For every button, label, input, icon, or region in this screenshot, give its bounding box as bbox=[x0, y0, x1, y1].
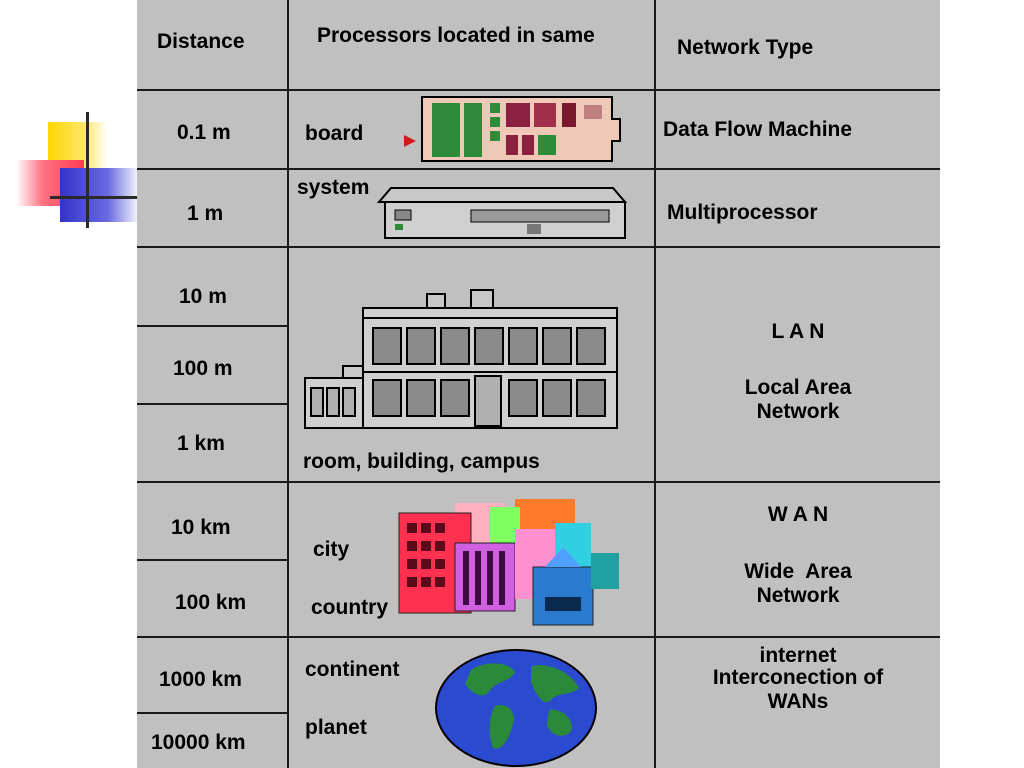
network-distance-table: Distance Processors located in same Netw… bbox=[137, 0, 940, 768]
network-wan-abbr: W A N bbox=[767, 503, 829, 526]
distance-10km: 10 km bbox=[171, 516, 231, 539]
distance-1km: 1 km bbox=[177, 432, 225, 455]
distance-100km: 100 km bbox=[175, 591, 247, 614]
network-internet: internet bbox=[759, 644, 837, 667]
location-board: board bbox=[305, 122, 364, 145]
distance-10m: 10 m bbox=[179, 285, 227, 308]
location-room: room, building, campus bbox=[303, 450, 540, 473]
location-planet: planet bbox=[305, 716, 367, 739]
city-icon bbox=[398, 499, 619, 626]
distance-0-1m: 0.1 m bbox=[177, 121, 231, 144]
network-multiprocessor: Multiprocessor bbox=[667, 201, 818, 224]
distance-100m: 100 m bbox=[173, 357, 233, 380]
header-distance: Distance bbox=[157, 30, 245, 53]
distance-1m: 1 m bbox=[187, 202, 224, 225]
network-data-flow-machine: Data Flow Machine bbox=[663, 118, 853, 141]
distance-1000km: 1000 km bbox=[159, 668, 242, 691]
location-system: system bbox=[297, 176, 370, 199]
location-country: country bbox=[311, 596, 389, 619]
header-network-type: Network Type bbox=[677, 36, 814, 59]
globe-icon bbox=[435, 649, 597, 767]
network-lan-abbr: L A N bbox=[771, 320, 825, 343]
computer-system-icon bbox=[377, 187, 627, 239]
network-lan-full: Local Area Network bbox=[744, 376, 852, 423]
building-icon bbox=[304, 289, 618, 429]
network-internet-desc: Interconection of WANs bbox=[712, 666, 884, 713]
header-processors: Processors located in same bbox=[317, 24, 595, 47]
distance-10000km: 10000 km bbox=[151, 731, 246, 754]
network-wan-full: Wide Area Network bbox=[744, 560, 858, 607]
circuit-board-icon bbox=[404, 96, 621, 162]
location-city: city bbox=[313, 538, 350, 561]
location-continent: continent bbox=[305, 658, 400, 681]
